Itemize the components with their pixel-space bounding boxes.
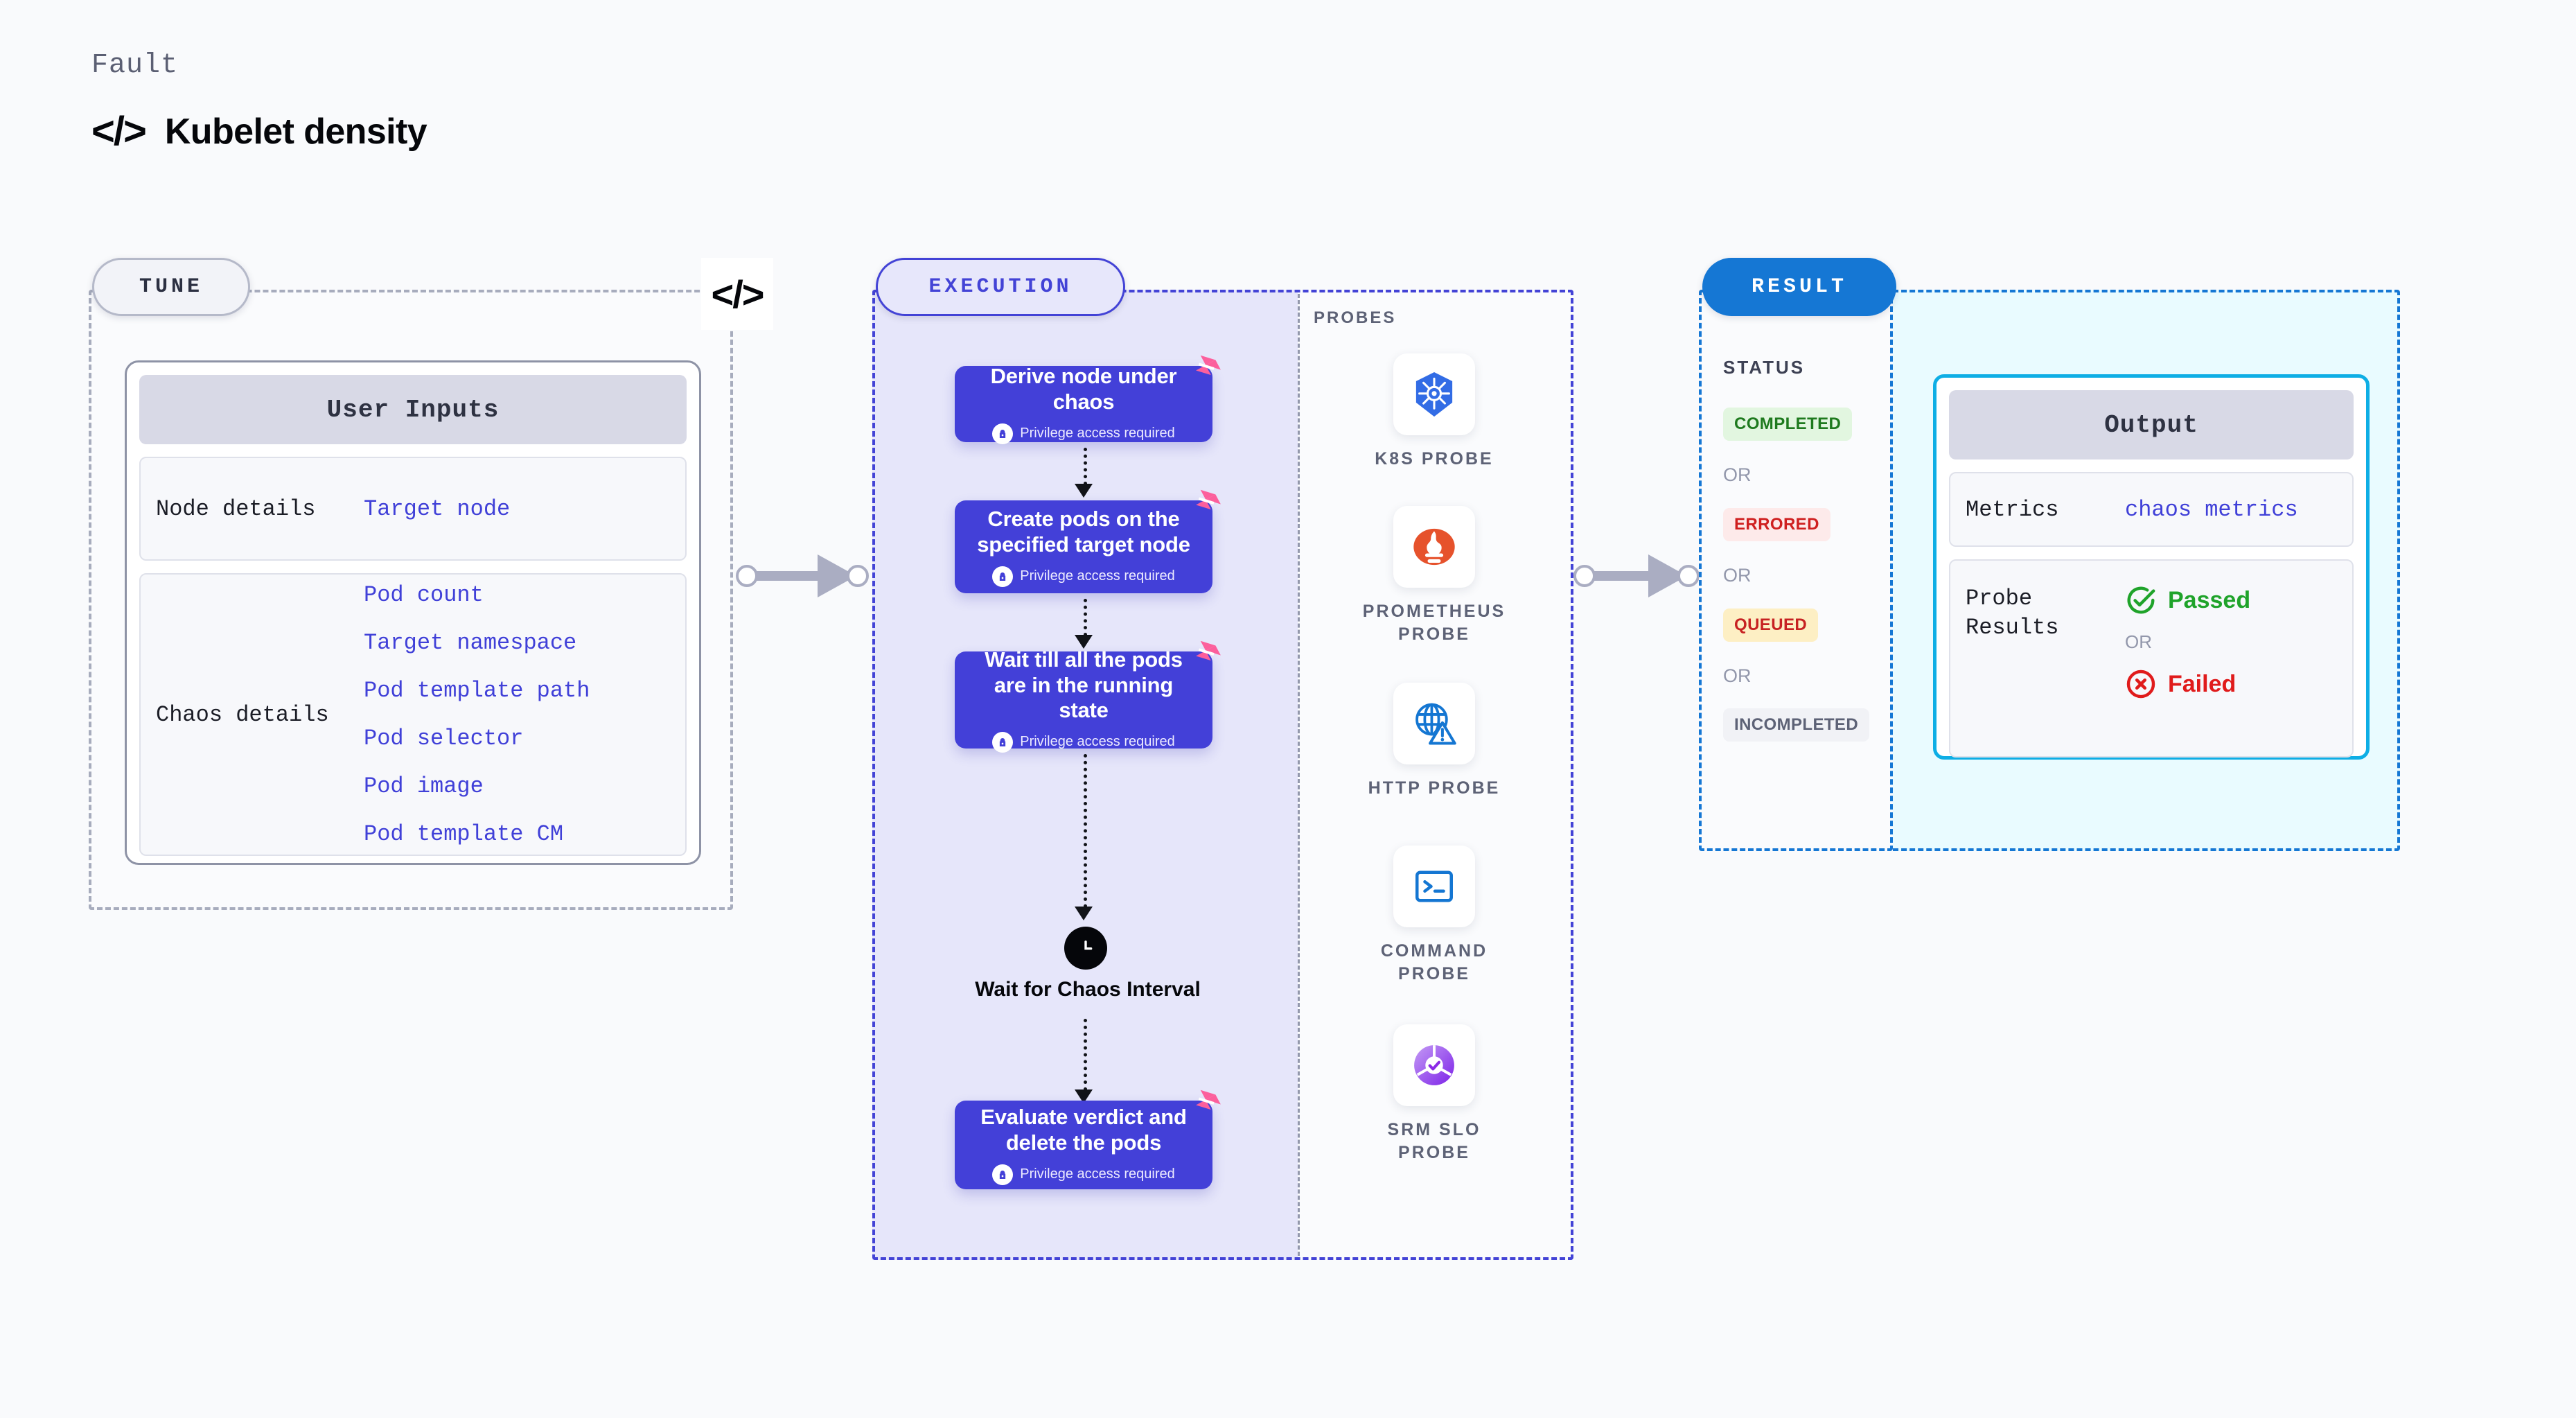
- kubernetes-icon: [1393, 353, 1475, 435]
- or-separator: OR: [1723, 565, 1752, 586]
- row-values: Pod count Target namespace Pod template …: [364, 582, 590, 847]
- probes-title: PROBES: [1314, 308, 1397, 327]
- probe-label: PROMETHEUS PROBE: [1362, 602, 1506, 644]
- execution-step-2[interactable]: Create pods on the specified target node…: [955, 489, 1221, 593]
- status-title: STATUS: [1723, 357, 1806, 378]
- result-pill[interactable]: RESULT: [1702, 258, 1896, 316]
- failed-label: Failed: [2168, 670, 2237, 697]
- globe-warning-icon: [1393, 683, 1475, 764]
- step-connector-1: [1084, 448, 1087, 485]
- metrics-row: Metrics chaos metrics: [1949, 472, 2354, 547]
- status-badge-errored: ERRORED: [1723, 508, 1830, 541]
- code-icon: </>: [91, 109, 147, 154]
- lock-icon: [992, 423, 1014, 444]
- input-pod-template-cm[interactable]: Pod template CM: [364, 821, 564, 847]
- privilege-text: Privilege access required: [1020, 734, 1175, 750]
- lock-icon: [992, 1164, 1014, 1185]
- step-connector-2: [1084, 599, 1087, 636]
- step-title: Derive node under chaos: [990, 364, 1177, 414]
- lock-icon: [992, 731, 1014, 753]
- step-title: Wait till all the pods are in the runnin…: [985, 647, 1183, 723]
- chaos-details-row: Chaos details Pod count Target namespace…: [139, 573, 687, 856]
- execution-pill[interactable]: EXECUTION: [876, 258, 1125, 316]
- terminal-icon: [1393, 846, 1475, 927]
- step-arrow-4: [1075, 1089, 1093, 1103]
- or-separator: OR: [1723, 665, 1752, 686]
- connector-execution-to-result: [1573, 554, 1704, 597]
- step-arrow-3: [1075, 907, 1093, 920]
- probe-srm-slo[interactable]: SRM SLO PROBE: [1337, 1024, 1531, 1164]
- status-badge-incompleted: INCOMPLETED: [1723, 708, 1870, 742]
- or-separator: OR: [2125, 631, 2152, 652]
- probe-prometheus[interactable]: PROMETHEUS PROBE: [1337, 506, 1531, 645]
- probe-http[interactable]: HTTP PROBE: [1337, 683, 1531, 800]
- probe-results-row: Probe Results Passed OR Failed: [1949, 559, 2354, 758]
- tune-pill[interactable]: TUNE: [92, 258, 250, 316]
- status-badge-completed: COMPLETED: [1723, 408, 1853, 441]
- input-target-node[interactable]: Target node: [364, 496, 511, 522]
- row-label: Chaos details: [156, 701, 329, 728]
- page-title-row: </> Kubelet density: [91, 111, 427, 152]
- page-title: Kubelet density: [164, 112, 427, 152]
- node-details-row: Node details Target node: [139, 457, 687, 561]
- prometheus-icon: [1393, 506, 1475, 588]
- connector-tune-to-execution: [736, 554, 874, 597]
- probe-k8s[interactable]: K8S PROBE: [1337, 353, 1531, 471]
- step-connector-3: [1084, 754, 1087, 908]
- lock-icon: [992, 566, 1014, 587]
- passed-label: Passed: [2168, 586, 2251, 613]
- input-pod-count[interactable]: Pod count: [364, 582, 484, 608]
- probe-label: HTTP PROBE: [1368, 778, 1501, 798]
- input-pod-template-path[interactable]: Pod template path: [364, 678, 590, 703]
- input-pod-image[interactable]: Pod image: [364, 773, 484, 799]
- input-pod-selector[interactable]: Pod selector: [364, 726, 524, 751]
- privilege-note: Privilege access required: [992, 731, 1175, 753]
- step-arrow-1: [1075, 484, 1093, 498]
- probes-divider: [1298, 294, 1300, 1256]
- execution-step-1[interactable]: Derive node under chaos Privilege access…: [955, 355, 1221, 444]
- slo-donut-icon: [1393, 1024, 1475, 1106]
- wait-for-chaos-interval-label: Wait for Chaos Interval: [975, 978, 1201, 1001]
- privilege-text: Privilege access required: [1020, 568, 1175, 584]
- privilege-note: Privilege access required: [992, 1164, 1175, 1185]
- or-separator: OR: [1723, 464, 1752, 485]
- x-circle-icon: [2126, 669, 2155, 699]
- user-inputs-title: User Inputs: [139, 375, 687, 444]
- probe-result-failed: Failed: [2125, 668, 2250, 700]
- step-title: Evaluate verdict and delete the pods: [980, 1105, 1187, 1155]
- output-card: Output Metrics chaos metrics Probe Resul…: [1933, 374, 2370, 760]
- page-eyebrow: Fault: [91, 50, 179, 81]
- row-label: Probe Results: [1966, 586, 2059, 640]
- execution-step-3[interactable]: Wait till all the pods are in the runnin…: [955, 640, 1221, 753]
- metrics-value[interactable]: chaos metrics: [2125, 496, 2298, 523]
- step-connector-4: [1084, 1019, 1087, 1091]
- privilege-note: Privilege access required: [992, 423, 1175, 444]
- probe-result-passed: Passed: [2125, 584, 2250, 616]
- step-arrow-2: [1075, 635, 1093, 649]
- privilege-text: Privilege access required: [1020, 426, 1175, 441]
- result-status-section: [1699, 290, 1893, 851]
- probe-label: COMMAND PROBE: [1380, 941, 1488, 983]
- probe-label: SRM SLO PROBE: [1387, 1120, 1481, 1162]
- privilege-note: Privilege access required: [992, 566, 1175, 587]
- execution-step-4[interactable]: Evaluate verdict and delete the pods Pri…: [955, 1089, 1221, 1189]
- probe-command[interactable]: COMMAND PROBE: [1337, 846, 1531, 985]
- check-circle-icon: [2127, 586, 2155, 614]
- user-inputs-card: User Inputs Node details Target node Cha…: [125, 360, 701, 865]
- output-card-title: Output: [1949, 390, 2354, 459]
- status-badge-queued: QUEUED: [1723, 609, 1819, 642]
- probe-label: K8S PROBE: [1375, 449, 1494, 469]
- row-label: Node details: [156, 496, 316, 522]
- row-values: Target node: [364, 496, 510, 522]
- code-icon-badge: </>: [701, 258, 773, 330]
- step-title: Create pods on the specified target node: [977, 507, 1190, 557]
- privilege-text: Privilege access required: [1020, 1166, 1175, 1182]
- row-label: Metrics: [1966, 496, 2059, 523]
- execution-section: [872, 290, 1573, 1260]
- clock-icon: [1064, 927, 1107, 970]
- input-target-namespace[interactable]: Target namespace: [364, 630, 577, 656]
